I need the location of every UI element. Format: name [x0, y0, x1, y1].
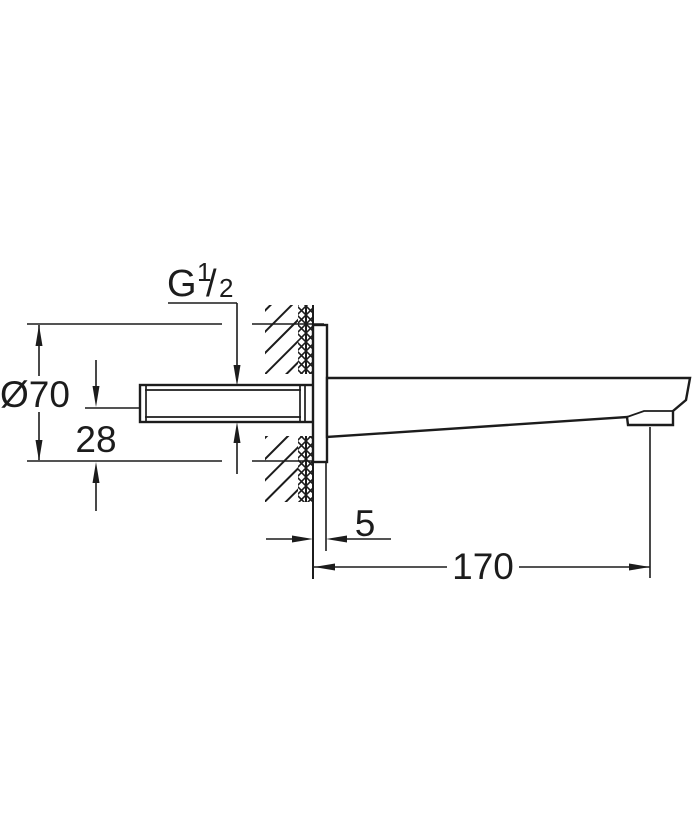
dimension-offset-5: 5 [266, 462, 391, 551]
offset-label: 5 [355, 503, 376, 544]
spout-outlet-top-edge [626, 410, 673, 418]
pipe-body [138, 383, 316, 424]
projection-label: 170 [452, 546, 514, 587]
height-label: 28 [75, 419, 116, 460]
dimension-flange-diameter: Ø70 [0, 323, 324, 462]
arrowhead-down [92, 386, 100, 407]
wall-section [265, 305, 314, 579]
arrowhead-up [35, 325, 43, 346]
arrowhead-left [326, 535, 347, 543]
flange-diameter-label: Ø70 [0, 374, 70, 415]
thread-callout: G 1 / 2 [167, 257, 241, 474]
arrowhead-up [92, 462, 100, 483]
dimension-projection-170: 170 [314, 427, 651, 587]
thread-label-slash: / [206, 263, 217, 305]
arrowhead-right [629, 563, 650, 571]
thread-label-g: G [167, 263, 197, 305]
spout-outline [325, 376, 692, 439]
spout-body [325, 376, 692, 439]
arrowhead-down [35, 440, 43, 461]
arrowhead-right [292, 535, 313, 543]
dimension-height-28: 28 [75, 360, 140, 511]
thread-label-numerator: 1 [197, 257, 211, 287]
arrowhead-up [233, 422, 241, 443]
flange-body [311, 323, 329, 464]
thread-label-denominator: 2 [219, 273, 233, 303]
mounting-flange [311, 323, 329, 464]
arrowhead-down [233, 365, 241, 386]
threaded-pipe [138, 383, 316, 424]
